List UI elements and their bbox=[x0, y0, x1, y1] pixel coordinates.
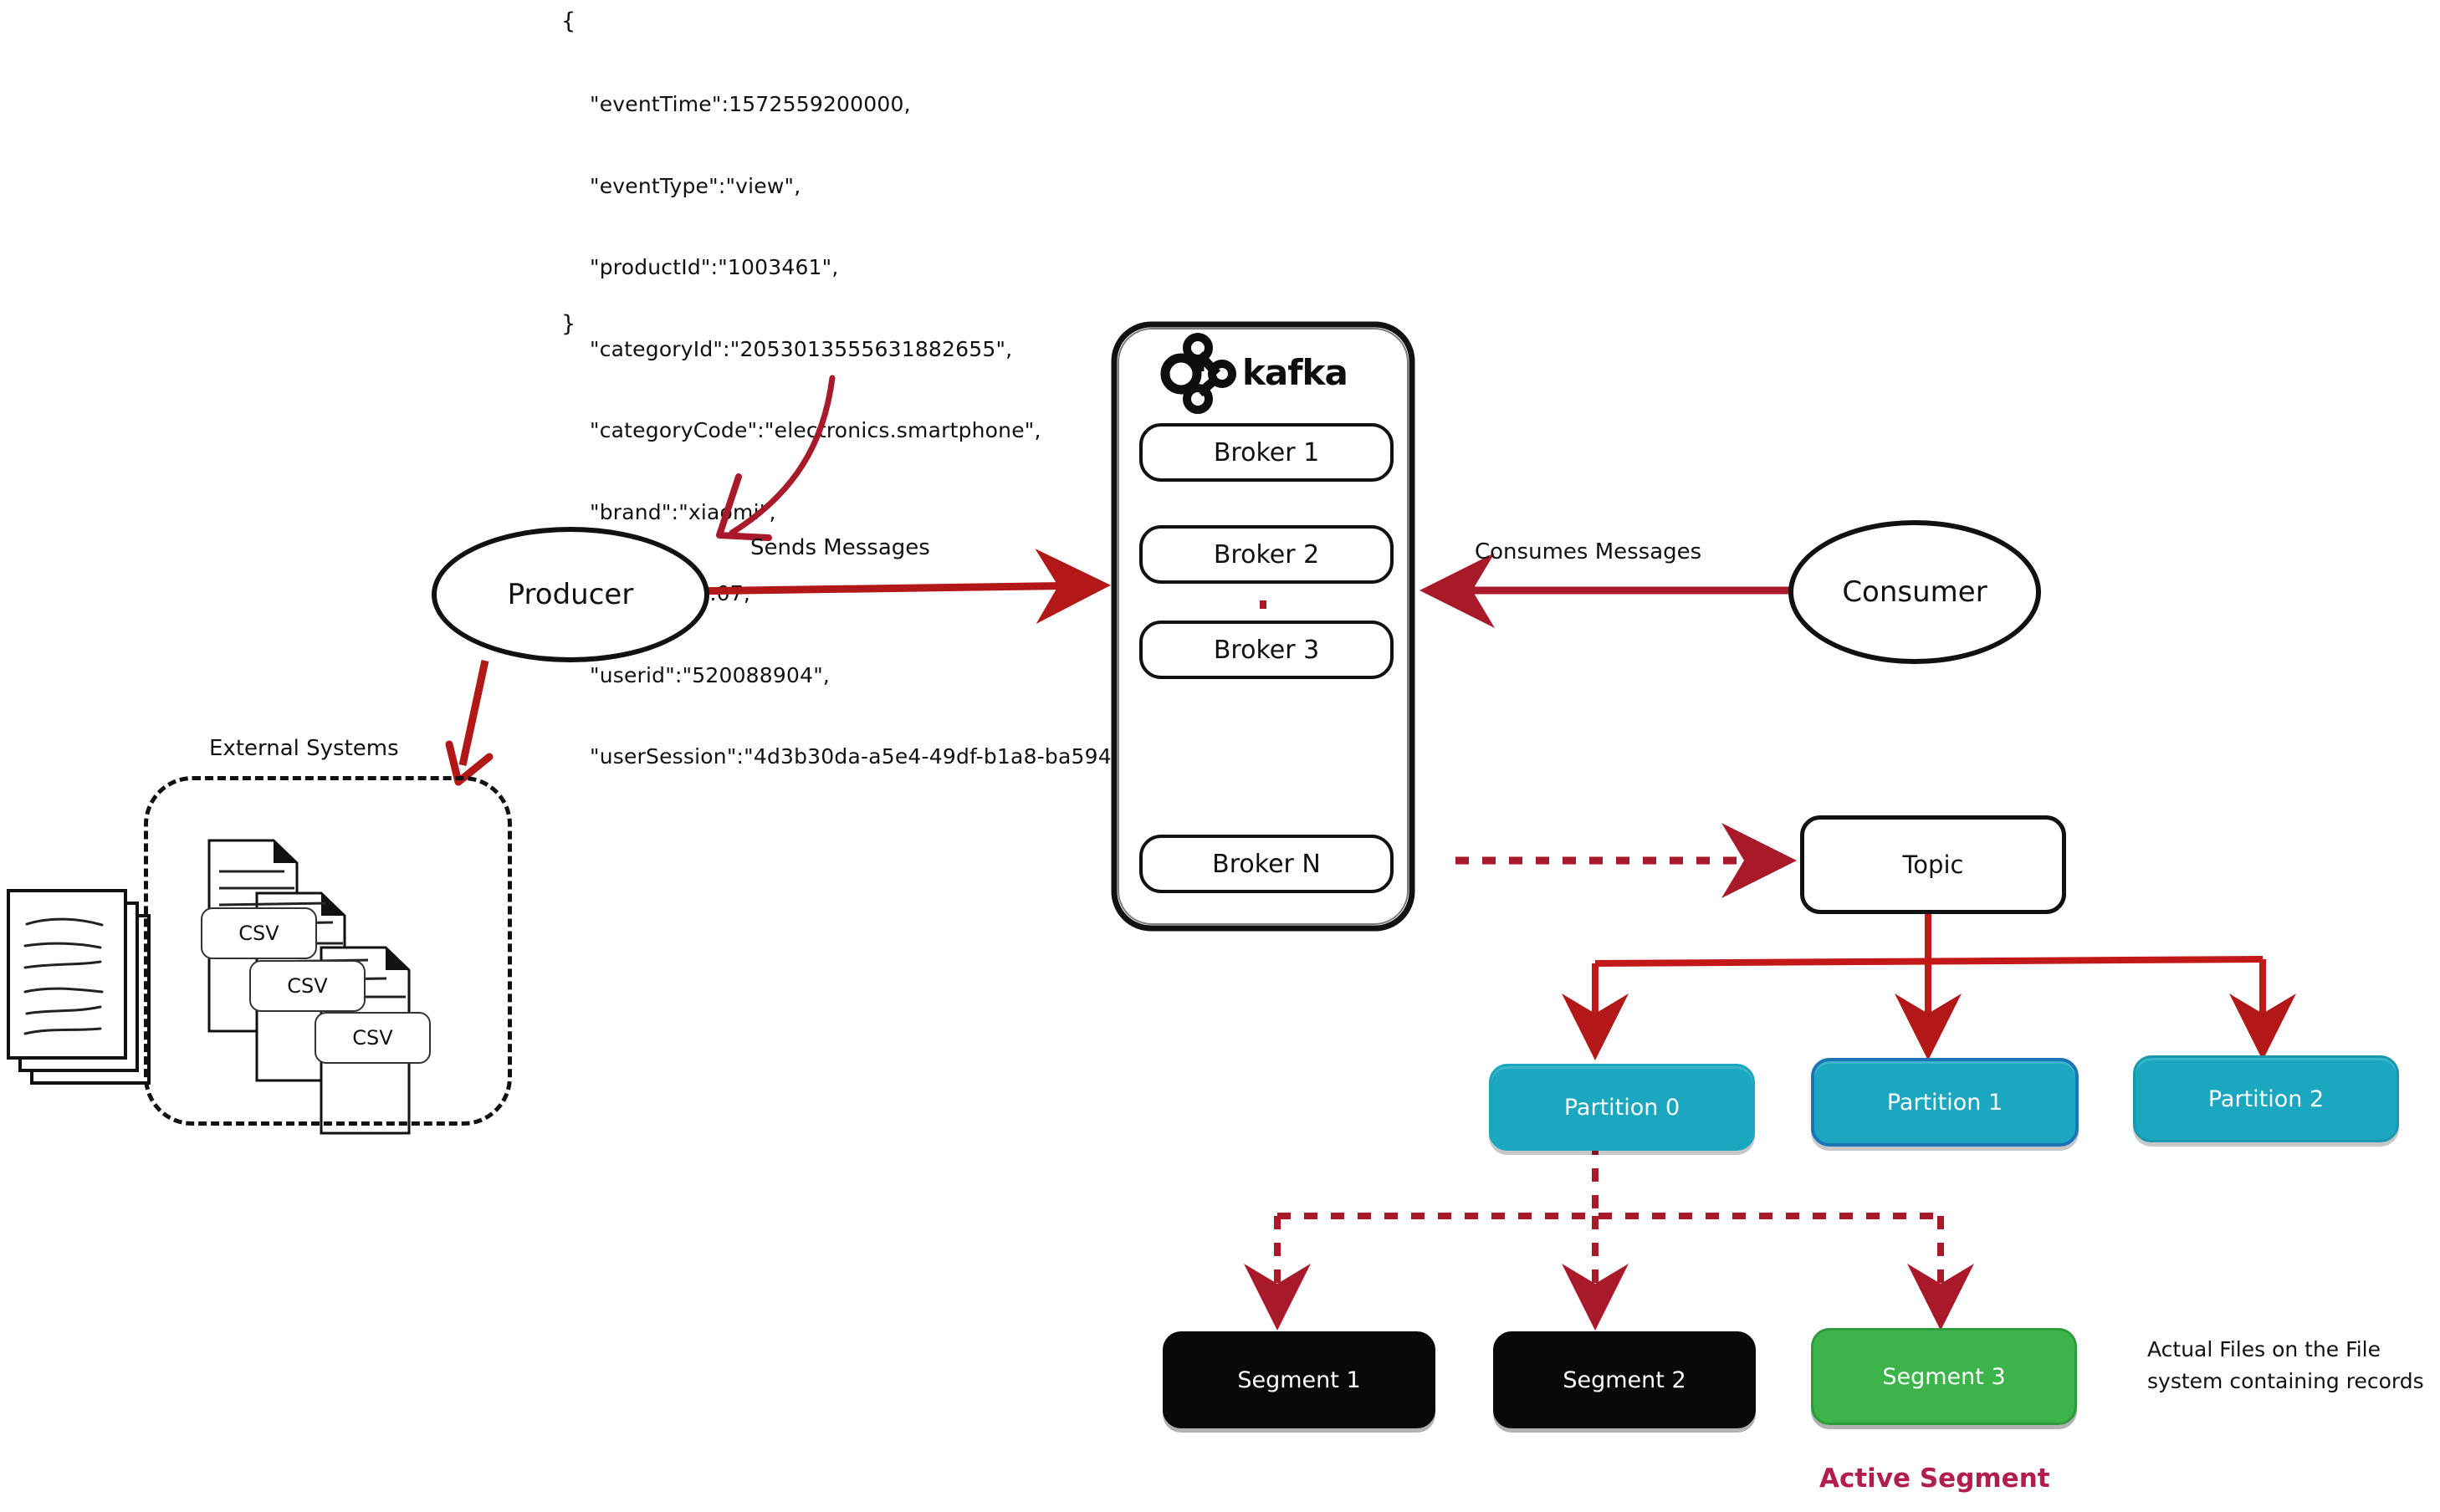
segment-card-3[interactable]: Segment 3 bbox=[1811, 1328, 2077, 1425]
consumer-node[interactable]: Consumer bbox=[1788, 520, 2041, 664]
broker-card-2[interactable]: Broker 2 bbox=[1139, 525, 1394, 584]
topic-to-partitions-connector bbox=[1562, 908, 2296, 1060]
csv-badge-1: CSV bbox=[201, 907, 317, 959]
partition-label: Partition 0 bbox=[1563, 1094, 1680, 1121]
csv-badge-2: CSV bbox=[249, 960, 366, 1012]
producer-label: Producer bbox=[507, 578, 634, 611]
csv-badge-label: CSV bbox=[352, 1026, 393, 1050]
json-close-brace: } bbox=[561, 311, 576, 337]
external-systems-label: External Systems bbox=[209, 736, 399, 761]
consumes-messages-label: Consumes Messages bbox=[1475, 539, 1702, 564]
partition-label: Partition 2 bbox=[2207, 1085, 2325, 1112]
topic-label: Topic bbox=[1902, 850, 1964, 879]
json-line: "brand":"xiaomi", bbox=[590, 499, 776, 524]
broker-label: Broker 2 bbox=[1213, 539, 1320, 570]
producer-to-external-arrow bbox=[445, 660, 494, 786]
broker-label: Broker N bbox=[1212, 849, 1321, 879]
broker-card-1[interactable]: Broker 1 bbox=[1139, 423, 1394, 482]
broker-label: Broker 1 bbox=[1213, 437, 1320, 467]
partition-card-0[interactable]: Partition 0 bbox=[1489, 1064, 1755, 1151]
consumer-label: Consumer bbox=[1842, 575, 1987, 609]
segment-card-2[interactable]: Segment 2 bbox=[1493, 1331, 1756, 1428]
partition-to-segments-connector bbox=[1244, 1142, 1974, 1331]
json-line: "categoryId":"2053013555631882655", bbox=[590, 336, 1013, 361]
segment-label: Segment 2 bbox=[1563, 1366, 1686, 1393]
json-line: "eventType":"view", bbox=[590, 173, 801, 198]
partition-label: Partition 1 bbox=[1886, 1089, 2003, 1116]
document-stack-icon bbox=[7, 889, 151, 1085]
json-lines: "eventTime":1572559200000, "eventType":"… bbox=[590, 37, 1210, 825]
external-systems-boundary bbox=[144, 776, 512, 1126]
json-line: "userSession":"4d3b30da-a5e4-49df-b1a8-b… bbox=[590, 744, 1210, 769]
producer-node[interactable]: Producer bbox=[432, 527, 709, 662]
json-open-brace: { bbox=[561, 8, 576, 34]
kafka-logo-text: kafka bbox=[1242, 352, 1348, 393]
broker-label: Broker 3 bbox=[1213, 635, 1320, 665]
csv-badge-label: CSV bbox=[238, 922, 279, 945]
files-note-annotation: Actual Files on the File system containi… bbox=[2147, 1334, 2440, 1397]
topic-box[interactable]: Topic bbox=[1800, 815, 2066, 914]
message-payload-block: { "eventTime":1572559200000, "eventType"… bbox=[561, 7, 1324, 769]
json-line: "categoryCode":"electronics.smartphone", bbox=[590, 418, 1041, 442]
json-line: "productId":"1003461", bbox=[590, 255, 839, 279]
files-note-line-2: system containing records bbox=[2147, 1368, 2424, 1393]
segment-label: Segment 1 bbox=[1237, 1366, 1361, 1393]
csv-badge-3: CSV bbox=[315, 1012, 431, 1064]
json-line: "userid":"520088904", bbox=[590, 662, 831, 687]
active-segment-annotation: Active Segment bbox=[1819, 1463, 2050, 1494]
json-line: "eventTime":1572559200000, bbox=[590, 92, 911, 116]
broker-card-n[interactable]: Broker N bbox=[1139, 835, 1394, 893]
broker-card-3[interactable]: Broker 3 bbox=[1139, 621, 1394, 679]
files-note-line-1: Actual Files on the File bbox=[2147, 1337, 2381, 1361]
segment-card-1[interactable]: Segment 1 bbox=[1163, 1331, 1435, 1428]
partition-card-2[interactable]: Partition 2 bbox=[2133, 1055, 2399, 1142]
partition-card-1[interactable]: Partition 1 bbox=[1811, 1058, 2079, 1147]
csv-badge-label: CSV bbox=[287, 974, 328, 998]
sends-messages-label: Sends Messages bbox=[750, 535, 930, 560]
segment-label: Segment 3 bbox=[1882, 1363, 2006, 1390]
